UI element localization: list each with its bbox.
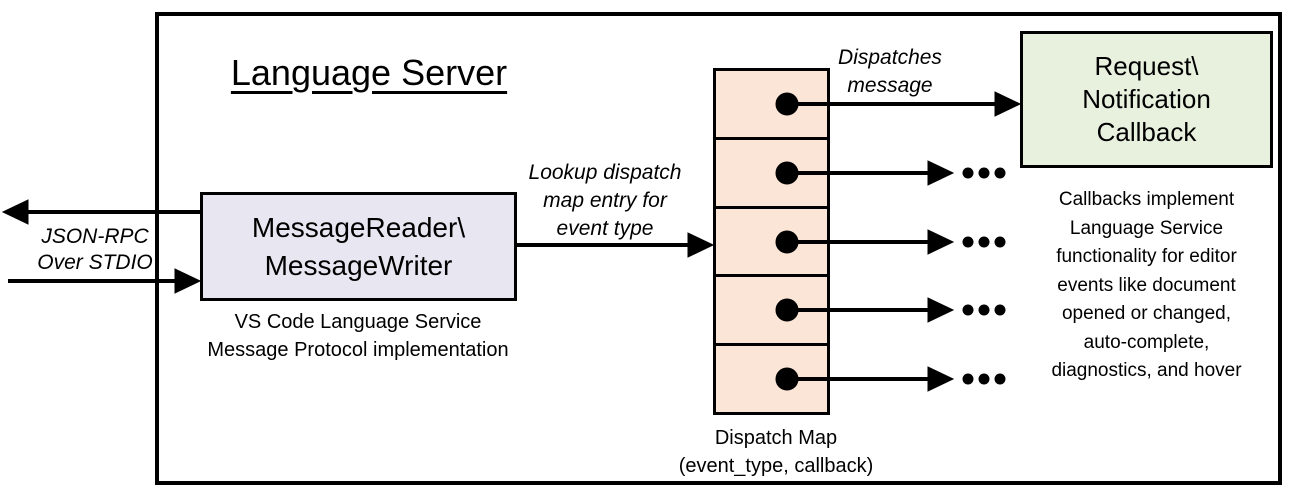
dispatches-label-line1: Dispatches (838, 46, 942, 69)
reader-box-line1: MessageReader\ (251, 211, 466, 243)
dispatch-map-cell (716, 277, 827, 347)
dispatch-map-cell (716, 346, 827, 412)
dispatch-map-caption: Dispatch Map (event_type, callback) (660, 424, 892, 480)
callback-note-line: opened or changed, (1061, 303, 1232, 324)
callback-note-line: events like document (1057, 274, 1236, 296)
page-title: Language Server (230, 52, 508, 93)
callback-box-text: Request\ Notification Callback (1082, 50, 1211, 149)
callback-box-line3: Callback (1096, 117, 1197, 147)
callback-note-line: diagnostics, and hover (1051, 360, 1242, 381)
dispatch-map (713, 68, 830, 415)
dispatch-caption-line2: (event_type, callback) (678, 455, 874, 477)
json-rpc-label-line1: JSON-RPC (41, 225, 149, 248)
callback-note-line: Language Service (1069, 217, 1224, 239)
dispatch-caption-line1: Dispatch Map (714, 427, 838, 449)
message-reader-writer-box: MessageReader\ MessageWriter (200, 192, 517, 301)
lookup-label-line2: map entry for (543, 189, 667, 212)
dispatches-message-label: Dispatches message (810, 44, 970, 100)
dispatch-map-cell (716, 139, 827, 209)
reader-box-line2: MessageWriter (264, 249, 453, 281)
callback-box-line1: Request\ (1094, 51, 1199, 81)
callback-note-line: auto-complete, (1083, 331, 1210, 353)
callback-note-line: functionality for editor (1056, 246, 1237, 267)
request-notification-callback-box: Request\ Notification Callback (1020, 31, 1273, 168)
language-server-frame (155, 12, 1282, 485)
reader-caption-line1: VS Code Language Service (234, 311, 482, 333)
lookup-label-line1: Lookup dispatch (528, 161, 682, 184)
callback-box-line2: Notification (1082, 84, 1211, 114)
lookup-label-line3: event type (556, 217, 654, 240)
callback-note-line: Callbacks implement (1058, 189, 1235, 210)
json-rpc-label-line2: Over STDIO (37, 251, 153, 274)
reader-caption: VS Code Language Service Message Protoco… (193, 308, 523, 364)
lookup-dispatch-label: Lookup dispatch map entry for event type (505, 159, 705, 243)
dispatch-map-cell (716, 208, 827, 278)
reader-caption-line2: Message Protocol implementation (207, 339, 509, 361)
message-reader-writer-text: MessageReader\ MessageWriter (252, 209, 465, 285)
json-rpc-label: JSON-RPC Over STDIO (15, 224, 175, 276)
dispatches-label-line2: message (847, 74, 933, 97)
callback-note: Callbacks implement Language Service fun… (1016, 186, 1277, 386)
